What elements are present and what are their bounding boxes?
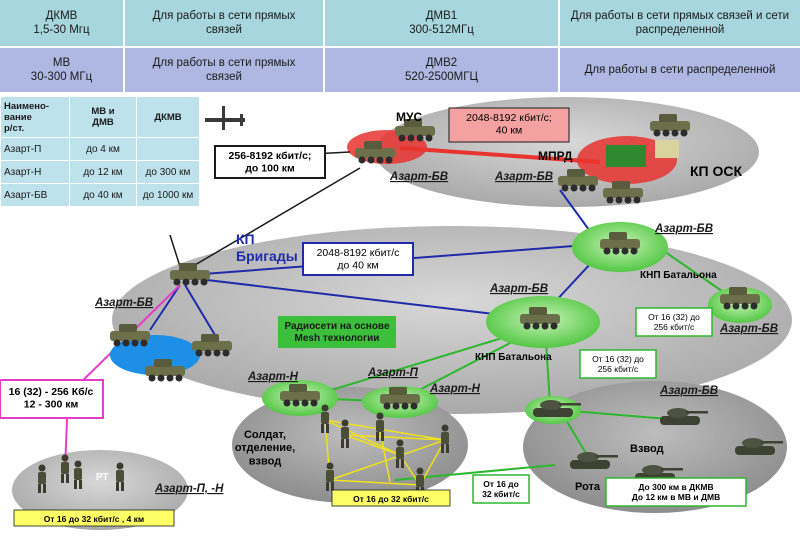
brigade-unit-line — [184, 284, 216, 336]
rota-label: Рота — [575, 481, 601, 493]
soldat-label: Солдат,отделение,взвод — [235, 429, 295, 467]
dismount-rate-box: От 16 до 32 кбит/с , 4 км — [13, 509, 175, 527]
radio-label: Азарт-БВ — [659, 385, 718, 397]
radio-label: Азарт-БВ — [654, 223, 713, 235]
soldier-rate-text: От 16 до 32 кбит/с — [353, 494, 429, 504]
knp-bat-mid-label: КНП Батальона — [475, 352, 552, 363]
radio-label: Азарт-Н — [429, 383, 481, 395]
table-row: Азарт-БВ до 40 км до 1000 км — [0, 183, 200, 207]
range-cell: до 40 км — [69, 183, 137, 207]
radio-label: Азарт-П, -Н — [154, 483, 224, 495]
rt-label: РТ — [96, 472, 109, 483]
radio-label: Азарт-Н — [247, 371, 299, 383]
mprd-shelter-icon — [606, 145, 646, 167]
dismount-rate-text: От 16 до 32 кбит/с , 4 км — [44, 514, 144, 524]
range-cell: до 1000 км — [136, 183, 200, 207]
band-cell: Для работы в сети распределенной — [584, 64, 776, 76]
osk-link-line — [399, 146, 601, 164]
soldier-rate-box: От 16 до 32 кбит/с — [331, 489, 451, 507]
radio-label: Азарт-П — [367, 367, 419, 379]
uav-link-text: 256-8192 кбит/с;до 100 км — [229, 150, 312, 175]
mprd-label: МПРД — [538, 149, 573, 163]
table-row: Азарт-П до 4 км — [0, 137, 200, 161]
radio-label: Азарт-БВ — [389, 171, 448, 183]
uav-icon — [205, 106, 245, 130]
brigade-unit-line — [149, 284, 181, 331]
osk-link-box: 2048-8192 кбит/с;40 км — [448, 107, 570, 143]
radio-label: Азарт-БВ — [719, 323, 778, 335]
range-cell: до 300 км — [136, 160, 200, 184]
radio-label: Азарт-БВ — [489, 283, 548, 295]
brigade-osk-line — [182, 167, 361, 273]
mprd-shelter-icon — [655, 140, 679, 158]
range-cell: Азарт-БВ — [0, 183, 70, 207]
radio-label: Азарт-БВ — [494, 171, 553, 183]
uav-link-box: 256-8192 кбит/с;до 100 км — [214, 145, 326, 179]
mus-label: МУС — [396, 110, 422, 124]
radio-label: Азарт-БВ — [94, 297, 153, 309]
brigade-bat-line — [189, 277, 546, 321]
kp-osk-label: КП ОСК — [690, 163, 742, 179]
range-header-dkmv: ДКМВ — [136, 96, 200, 138]
vzvod-label: Взвод — [630, 443, 664, 455]
osk-link-text: 2048-8192 кбит/с;40 км — [466, 112, 552, 137]
soldier-mesh — [324, 419, 446, 486]
range-cell: до 4 км — [69, 137, 137, 161]
knp-bat-top-label: КНП Батальона — [640, 270, 717, 281]
